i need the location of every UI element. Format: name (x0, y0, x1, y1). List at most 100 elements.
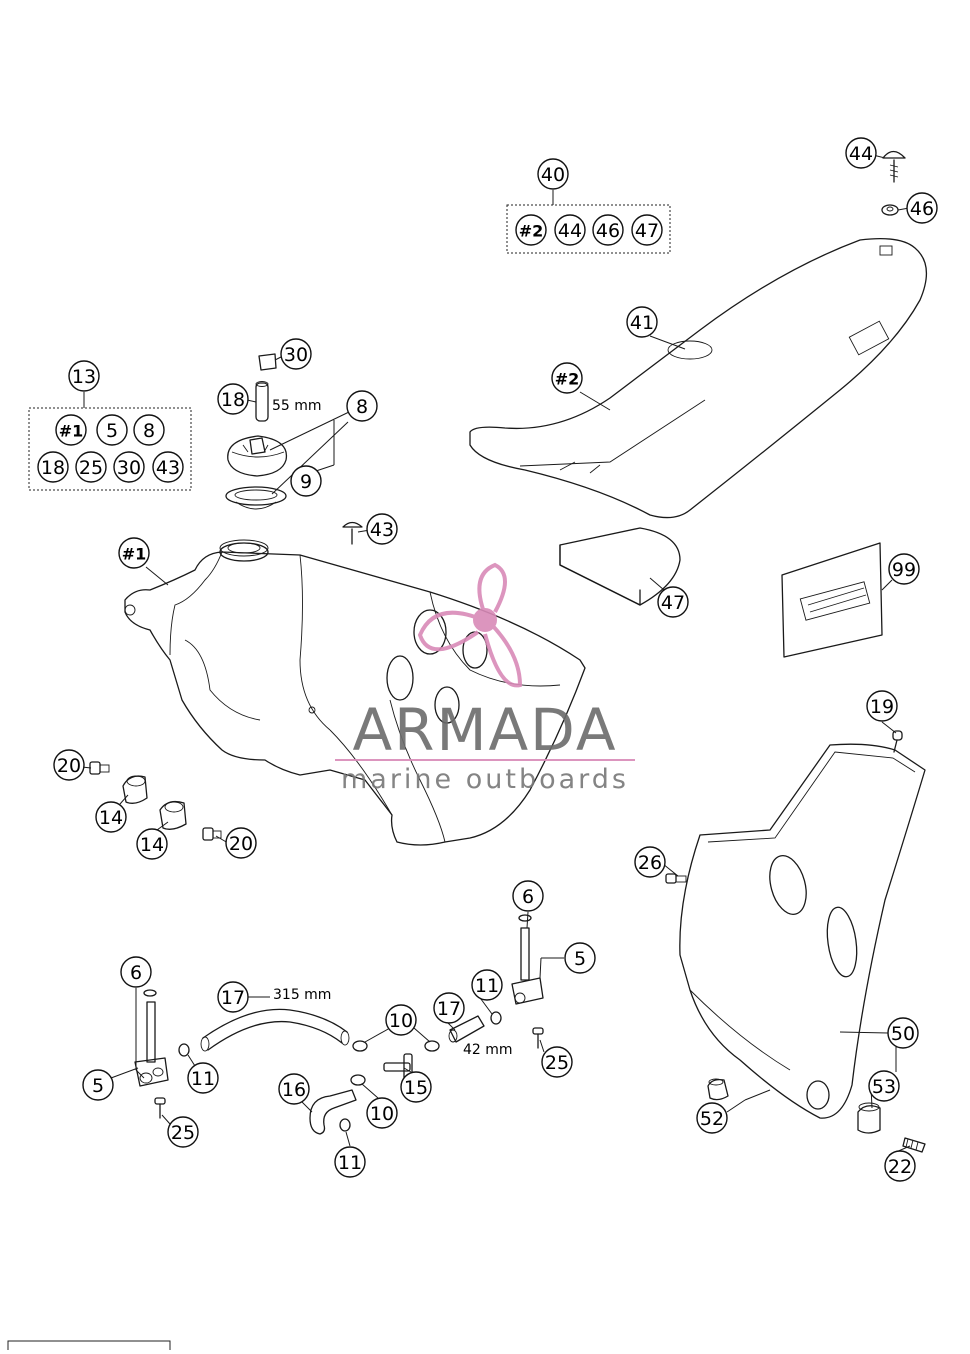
screw-26-part (665, 873, 687, 884)
callout-14: 14 (95, 801, 127, 833)
callout-number: 13 (72, 366, 96, 388)
leader-line (526, 911, 529, 929)
kit-13-item-25: 25 (75, 451, 107, 483)
dimension-hose-short: 55 mm (272, 398, 322, 414)
callout-17: 17 (217, 981, 249, 1013)
callout-number: 20 (229, 833, 253, 855)
callout-number: 30 (117, 457, 141, 479)
seat-part (469, 237, 927, 519)
screw-20b-part (202, 827, 222, 841)
callout-10: 10 (366, 1097, 398, 1129)
screw-25b-part (532, 1027, 544, 1049)
side-panel-part (679, 743, 926, 1119)
callout-20: 20 (53, 749, 85, 781)
callout-number: 53 (872, 1076, 896, 1098)
callout-number: 50 (891, 1023, 915, 1045)
callout-number: 11 (191, 1068, 215, 1090)
leader-line (539, 1039, 545, 1053)
callout-number: 18 (41, 457, 65, 479)
callout-number: 16 (282, 1079, 306, 1101)
callout-17: 17 (433, 992, 465, 1024)
callout-53: 53 (868, 1070, 900, 1102)
leader-line (135, 1069, 145, 1079)
leader-line (187, 1054, 196, 1067)
leader-line (726, 1099, 746, 1113)
callout-number: 6 (130, 962, 142, 984)
fuel-tank-part (124, 539, 586, 846)
callout-40: 40 (537, 158, 569, 190)
callout-number: 14 (140, 834, 164, 856)
kit-13-item-5: 5 (96, 414, 128, 446)
leader-line (649, 335, 686, 350)
callout-22: 22 (884, 1150, 916, 1182)
callout-11: 11 (334, 1146, 366, 1178)
callout-number: 9 (300, 471, 312, 493)
foam-pad-part (559, 527, 681, 606)
callout-number: 26 (638, 852, 662, 874)
callout-15: 15 (400, 1071, 432, 1103)
callout-number: 99 (892, 559, 916, 581)
leader-line (161, 1114, 171, 1125)
callout-number: #1 (122, 545, 147, 564)
fuel-hose-short-part (448, 1015, 485, 1043)
kit-box-13 (28, 407, 192, 491)
grommet-52-part (707, 1078, 729, 1101)
callout-number: 46 (596, 220, 620, 242)
callout-number: 41 (630, 312, 654, 334)
callout-number: 8 (143, 420, 155, 442)
leader-line (345, 1131, 351, 1147)
footer-code-box (7, 1340, 171, 1354)
grommet-53-part (857, 1102, 881, 1134)
callout-50: 50 (887, 1017, 919, 1049)
gasket-part (225, 486, 287, 510)
kit-13-item-43: 43 (152, 451, 184, 483)
callout-number: 25 (79, 457, 103, 479)
kit-40-item-47: 47 (631, 214, 663, 246)
callout-44: 44 (845, 137, 877, 169)
callout-number: 46 (910, 198, 934, 220)
leader-line (119, 794, 129, 805)
watermark: ARMADA marine outboards (335, 562, 635, 795)
callout-number: 43 (370, 519, 394, 541)
fuel-hose-long-part (200, 1008, 350, 1052)
hose-cap-part (258, 353, 277, 371)
callout-number: 18 (221, 389, 245, 411)
leader-line (744, 1089, 771, 1101)
callout-46: 46 (906, 192, 938, 224)
callout-number: 5 (574, 948, 586, 970)
hose-clamps-part (178, 1011, 502, 1132)
callout-11: 11 (187, 1062, 219, 1094)
propeller-logo-icon (417, 562, 523, 688)
callout-number: 10 (389, 1010, 413, 1032)
fuel-tap-right-part (511, 927, 544, 1005)
callout-number: 25 (545, 1052, 569, 1074)
leader-line (110, 1067, 139, 1079)
callout-25: 25 (541, 1046, 573, 1078)
screw-43-part (342, 521, 363, 545)
callout-6: 6 (120, 956, 152, 988)
callout-number: 43 (156, 457, 180, 479)
callout-number: 17 (437, 998, 461, 1020)
callout-10: 10 (385, 1004, 417, 1036)
leader-line (881, 721, 897, 734)
callout-assy-2: #2 (551, 362, 583, 394)
leader-line (271, 421, 349, 495)
callout-number: #2 (519, 222, 544, 241)
callout-14: 14 (136, 828, 168, 860)
watermark-subtitle: marine outboards (341, 764, 629, 795)
callout-25: 25 (167, 1116, 199, 1148)
kit-40-item-46: 46 (592, 214, 624, 246)
callout-number: 11 (338, 1152, 362, 1174)
callout-number: 40 (541, 164, 565, 186)
callout-19: 19 (866, 690, 898, 722)
callout-43: 43 (366, 513, 398, 545)
callout-52: 52 (696, 1102, 728, 1134)
callout-number: 14 (99, 807, 123, 829)
fuel-hose-elbow-part (309, 1089, 357, 1135)
callout-number: 47 (661, 592, 685, 614)
decal-part (781, 542, 883, 658)
callout-20: 20 (225, 827, 257, 859)
screw-25a-part (154, 1097, 166, 1119)
leader-line (649, 577, 665, 591)
